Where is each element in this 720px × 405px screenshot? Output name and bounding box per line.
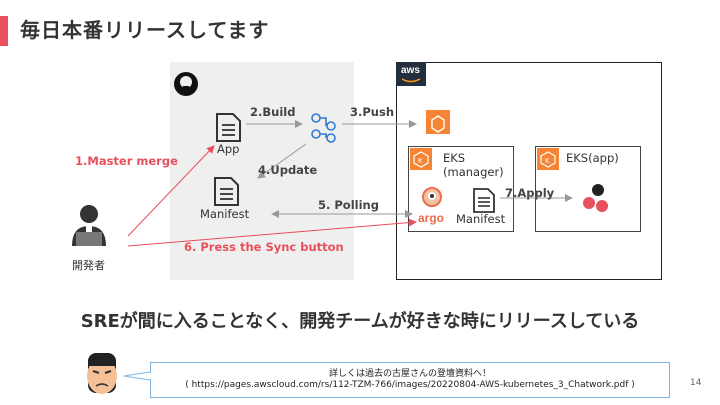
title-accent-bar bbox=[0, 16, 8, 46]
note-line-2-link[interactable]: ( https://pages.awscloud.com/rs/112-TZM-… bbox=[185, 380, 635, 390]
argo-mascot-icon bbox=[422, 187, 442, 207]
eks-manager-subtitle: (manager) bbox=[443, 165, 504, 179]
ecr-icon bbox=[426, 110, 450, 134]
note-callout bbox=[150, 362, 670, 398]
aws-logo-icon: aws bbox=[396, 62, 426, 86]
app-workload-icon bbox=[583, 184, 608, 212]
eks-manager-title: EKS bbox=[443, 151, 466, 165]
aws-smile-icon bbox=[401, 78, 421, 83]
note-line-1: 詳しくは過去の古屋さんの登壇資料へ！ bbox=[328, 369, 491, 379]
step-sync-label: 6. Press the Sync button bbox=[184, 240, 344, 254]
aws-badge-label: aws bbox=[401, 65, 420, 76]
step-polling-label: 5. Polling bbox=[318, 198, 379, 212]
app-document-icon bbox=[216, 113, 241, 142]
step-push-label: 3.Push bbox=[350, 105, 395, 119]
step-build-label: 2.Build bbox=[250, 105, 296, 119]
github-logo-icon bbox=[174, 72, 198, 96]
github-actions-icon bbox=[311, 113, 336, 143]
argo-manifest-document-icon bbox=[473, 188, 495, 213]
eks-app-icon: K bbox=[537, 148, 559, 170]
headline: SREが間に入ることなく、開発チームが好きな時にリリースしている bbox=[80, 311, 640, 332]
developer-label: 開発者 bbox=[72, 259, 105, 272]
argo-manifest-label: Manifest bbox=[456, 212, 506, 226]
step-master-merge-label: 1.Master merge bbox=[75, 154, 178, 168]
developer-icon bbox=[72, 205, 106, 246]
speaker-avatar-icon bbox=[87, 353, 117, 394]
page-number: 14 bbox=[690, 378, 702, 388]
eks-app-title: EKS(app) bbox=[566, 151, 619, 165]
argo-label: argo bbox=[418, 211, 445, 225]
manifest-document-icon bbox=[214, 177, 239, 206]
step-update-label: 4.Update bbox=[258, 163, 318, 177]
app-label: App bbox=[217, 142, 240, 156]
slide-title: 毎日本番リリースしてます bbox=[20, 18, 270, 42]
svg-text:K: K bbox=[418, 157, 423, 165]
svg-text:K: K bbox=[545, 157, 550, 165]
eks-manager-icon: K bbox=[410, 148, 432, 170]
manifest-label: Manifest bbox=[200, 207, 250, 221]
step-apply-label: 7.Apply bbox=[505, 186, 555, 200]
